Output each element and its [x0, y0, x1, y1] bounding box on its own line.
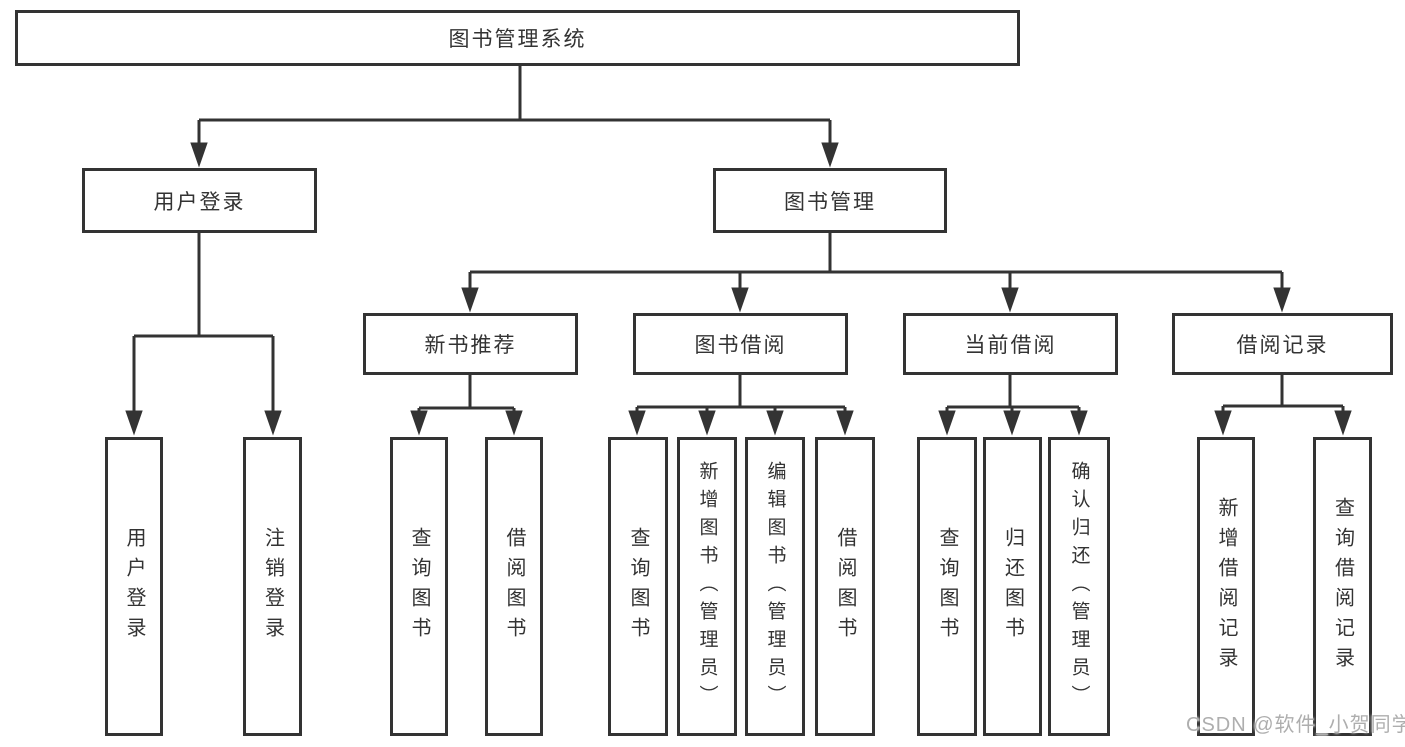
node-new-book-recommend: 新书推荐 [363, 313, 578, 375]
leaf-user-login-label: 用户登录 [123, 526, 145, 647]
node-book-borrowing: 图书借阅 [633, 313, 848, 375]
leaf-br-query-record: 查询借阅记录 [1313, 437, 1372, 736]
connector-new-book-recommend [410, 375, 523, 436]
leaf-nb-query-books: 查询图书 [390, 437, 448, 736]
node-book-management-label: 图书管理 [784, 190, 876, 214]
connector-current-borrowing [938, 375, 1088, 436]
leaf-bb-edit-books-admin: 编辑图书（管理员） [745, 437, 805, 736]
leaf-bb-query-books: 查询图书 [608, 437, 668, 736]
leaf-bb-borrow-books: 借阅图书 [815, 437, 875, 736]
leaf-logout: 注销登录 [243, 437, 302, 736]
leaf-nb-query-books-label: 查询图书 [408, 526, 430, 647]
node-root-label: 图书管理系统 [448, 28, 587, 51]
leaf-nb-borrow-books-label: 借阅图书 [503, 526, 525, 647]
node-current-borrowing-label: 当前借阅 [964, 334, 1057, 357]
leaf-cb-return-books: 归还图书 [983, 437, 1042, 736]
leaf-br-add-record: 新增借阅记录 [1197, 437, 1255, 736]
connector-root [190, 66, 839, 168]
connector-book-borrowing [628, 375, 854, 436]
node-book-borrowing-label: 图书借阅 [694, 334, 787, 357]
leaf-user-login: 用户登录 [105, 437, 163, 736]
connector-book-management [461, 233, 1291, 313]
leaf-cb-return-books-label: 归还图书 [1001, 526, 1024, 647]
leaf-bb-query-books-label: 查询图书 [627, 526, 649, 647]
node-user-login-label: 用户登录 [153, 190, 246, 214]
csdn-watermark: CSDN @软件_小贺同学 [1186, 714, 1405, 736]
node-user-login: 用户登录 [82, 168, 317, 233]
leaf-logout-label: 注销登录 [261, 526, 284, 647]
leaf-br-add-record-label: 新增借阅记录 [1215, 496, 1237, 677]
node-borrowing-records: 借阅记录 [1172, 313, 1393, 375]
leaf-br-query-record-label: 查询借阅记录 [1331, 496, 1354, 677]
leaf-bb-add-books-admin: 新增图书（管理员） [677, 437, 737, 736]
node-current-borrowing: 当前借阅 [903, 313, 1118, 375]
connector-user-login [125, 233, 282, 436]
leaf-cb-confirm-return-admin: 确认归还（管理员） [1048, 437, 1110, 736]
node-new-book-recommend-label: 新书推荐 [424, 334, 517, 357]
leaf-nb-borrow-books: 借阅图书 [485, 437, 543, 736]
node-book-management: 图书管理 [713, 168, 947, 233]
leaf-bb-edit-books-admin-label: 编辑图书（管理员） [764, 460, 786, 713]
leaf-bb-add-books-admin-label: 新增图书（管理员） [696, 460, 718, 713]
node-root: 图书管理系统 [15, 10, 1020, 66]
leaf-cb-confirm-return-admin-label: 确认归还（管理员） [1068, 460, 1090, 713]
node-borrowing-records-label: 借阅记录 [1236, 334, 1329, 357]
leaf-bb-borrow-books-label: 借阅图书 [834, 526, 856, 647]
leaf-cb-query-books-label: 查询图书 [936, 526, 958, 647]
connector-borrowing-records [1214, 375, 1352, 436]
leaf-cb-query-books: 查询图书 [917, 437, 977, 736]
